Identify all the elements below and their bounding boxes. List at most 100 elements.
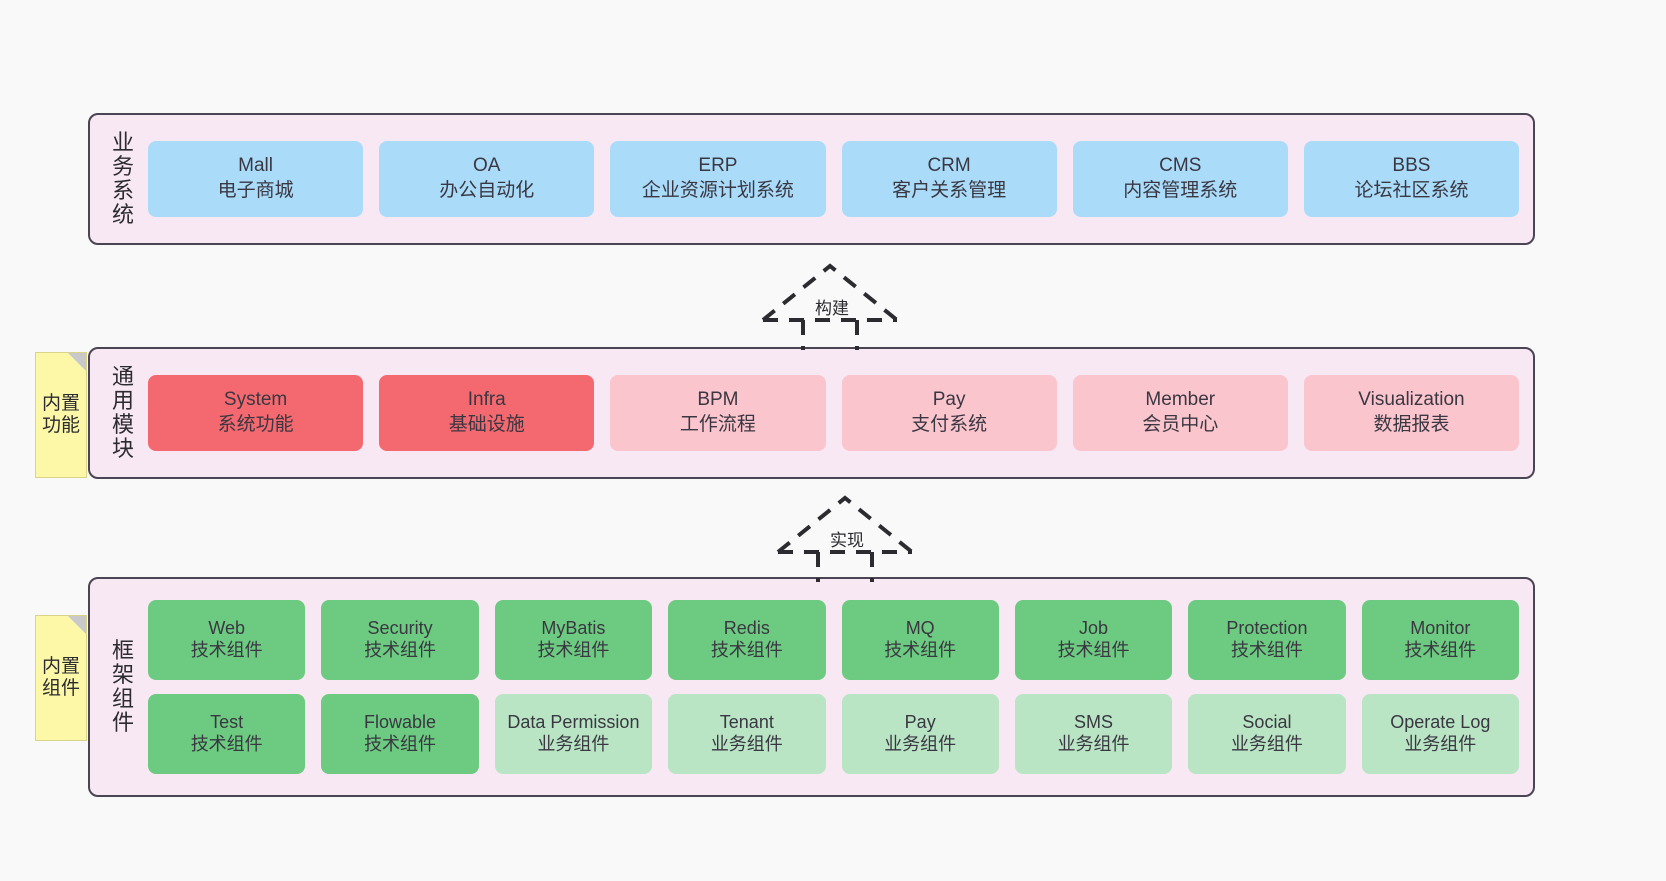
node-title: Web <box>208 618 246 639</box>
node-subtitle: 技术组件 <box>1057 640 1130 660</box>
node-sms[interactable]: SMS 业务组件 <box>1014 694 1173 774</box>
node-tenant[interactable]: Tenant 业务组件 <box>668 694 826 774</box>
node-title: Flowable <box>364 712 437 733</box>
arrowhead-dashed <box>761 263 899 322</box>
node-operate-log[interactable]: Operate Log 业务组件 <box>1361 694 1519 774</box>
node-protection[interactable]: Protection 技术组件 <box>1188 600 1346 680</box>
node-erp[interactable]: ERP 企业资源计划系统 <box>610 141 826 217</box>
node-member[interactable]: Member 会员中心 <box>1072 375 1288 451</box>
node-subtitle: 业务组件 <box>537 734 610 754</box>
node-title: Security <box>367 618 433 639</box>
node-subtitle: 业务组件 <box>1230 734 1303 754</box>
cell-row: Mall 电子商城 OA 办公自动化 ERP 企业资源计划系统 CRM 客户关系… <box>148 141 1520 217</box>
node-bpm[interactable]: BPM 工作流程 <box>610 375 826 451</box>
node-subtitle: 技术组件 <box>364 640 437 660</box>
note-builtin-function-text: 内置功能 <box>41 392 80 436</box>
node-subtitle: 会员中心 <box>1142 414 1219 435</box>
node-subtitle: 技术组件 <box>884 640 957 660</box>
node-cms[interactable]: CMS 内容管理系统 <box>1072 141 1288 217</box>
node-title: Mall <box>238 155 273 177</box>
node-system[interactable]: System 系统功能 <box>148 375 364 451</box>
node-title: CRM <box>927 155 971 177</box>
node-oa[interactable]: OA 办公自动化 <box>379 141 595 217</box>
node-test[interactable]: Test 技术组件 <box>148 694 306 774</box>
node-title: OA <box>473 155 501 177</box>
node-title: Protection <box>1226 618 1308 639</box>
node-title: CMS <box>1159 155 1202 177</box>
node-pay-component[interactable]: Pay 业务组件 <box>841 694 999 774</box>
node-title: BPM <box>697 389 739 411</box>
node-subtitle: 基础设施 <box>448 414 525 435</box>
node-subtitle: 工作流程 <box>679 414 756 435</box>
node-subtitle: 数据报表 <box>1373 414 1450 435</box>
cell-row: System 系统功能 Infra 基础设施 BPM 工作流程 Pay 支付系统… <box>148 375 1520 451</box>
node-subtitle: 系统功能 <box>217 414 294 435</box>
node-title: MQ <box>905 618 935 639</box>
node-title: System <box>223 389 288 411</box>
node-title: MyBatis <box>541 618 606 639</box>
node-subtitle: 技术组件 <box>1404 640 1477 660</box>
node-title: BBS <box>1392 155 1431 177</box>
node-title: Job <box>1079 618 1109 639</box>
layer-common-module-body: System 系统功能 Infra 基础设施 BPM 工作流程 Pay 支付系统… <box>144 349 1533 477</box>
node-crm[interactable]: CRM 客户关系管理 <box>841 141 1057 217</box>
node-title: Infra <box>467 389 506 411</box>
node-subtitle: 技术组件 <box>190 734 263 754</box>
connector-implement-label: 实现 <box>830 531 864 550</box>
node-monitor[interactable]: Monitor 技术组件 <box>1361 600 1519 680</box>
node-bbs[interactable]: BBS 论坛社区系统 <box>1303 141 1520 217</box>
arrowhead-dashed <box>776 495 914 554</box>
cell-row: Web 技术组件 Security 技术组件 MyBatis 技术组件 Redi… <box>148 600 1519 680</box>
node-subtitle: 技术组件 <box>537 640 610 660</box>
node-subtitle: 企业资源计划系统 <box>641 180 794 201</box>
node-subtitle: 客户关系管理 <box>892 180 1007 201</box>
node-subtitle: 技术组件 <box>710 640 783 660</box>
node-title: Operate Log <box>1390 712 1491 733</box>
node-subtitle: 业务组件 <box>710 734 783 754</box>
node-subtitle: 业务组件 <box>884 734 957 754</box>
node-redis[interactable]: Redis 技术组件 <box>668 600 826 680</box>
layer-business-system: 业务系统 Mall 电子商城 OA 办公自动化 ERP 企业资源计划系统 CRM… <box>88 113 1535 245</box>
node-title: Social <box>1242 712 1292 733</box>
node-subtitle: 支付系统 <box>911 414 988 435</box>
node-data-permission[interactable]: Data Permission 业务组件 <box>494 694 653 774</box>
layer-business-system-label: 业务系统 <box>111 129 134 228</box>
connector-stem <box>816 552 874 582</box>
node-flowable[interactable]: Flowable 技术组件 <box>321 694 479 774</box>
node-title: Data Permission <box>507 712 640 733</box>
node-title: ERP <box>698 155 738 177</box>
layer-common-module: 通用模块 System 系统功能 Infra 基础设施 BPM 工作流程 Pay… <box>88 347 1535 479</box>
connector-stem <box>801 320 859 350</box>
node-subtitle: 电子商城 <box>217 180 294 201</box>
note-builtin-function: 内置功能 <box>35 352 87 478</box>
node-infra[interactable]: Infra 基础设施 <box>379 375 595 451</box>
node-web[interactable]: Web 技术组件 <box>148 600 306 680</box>
node-title: Member <box>1145 389 1216 411</box>
node-mall[interactable]: Mall 电子商城 <box>148 141 364 217</box>
node-subtitle: 办公自动化 <box>439 180 535 201</box>
node-subtitle: 业务组件 <box>1404 734 1477 754</box>
connector-build-label: 构建 <box>815 299 849 318</box>
layer-business-system-body: Mall 电子商城 OA 办公自动化 ERP 企业资源计划系统 CRM 客户关系… <box>144 115 1533 243</box>
node-social[interactable]: Social 业务组件 <box>1188 694 1346 774</box>
node-pay[interactable]: Pay 支付系统 <box>841 375 1057 451</box>
node-mybatis[interactable]: MyBatis 技术组件 <box>494 600 653 680</box>
note-builtin-component-text: 内置组件 <box>41 655 80 699</box>
node-security[interactable]: Security 技术组件 <box>321 600 479 680</box>
node-title: Monitor <box>1410 618 1471 639</box>
node-title: Test <box>210 712 244 733</box>
layer-framework-component: 框架组件 Web 技术组件 Security 技术组件 MyBatis 技术组件… <box>88 577 1535 797</box>
note-builtin-component: 内置组件 <box>35 615 87 741</box>
cell-row: Test 技术组件 Flowable 技术组件 Data Permission … <box>148 694 1519 774</box>
node-subtitle: 技术组件 <box>190 640 263 660</box>
layer-common-module-label: 通用模块 <box>111 363 134 462</box>
layer-framework-component-body: Web 技术组件 Security 技术组件 MyBatis 技术组件 Redi… <box>144 579 1533 795</box>
node-visualization[interactable]: Visualization 数据报表 <box>1303 375 1520 451</box>
node-job[interactable]: Job 技术组件 <box>1014 600 1173 680</box>
node-title: Tenant <box>719 712 774 733</box>
node-title: Visualization <box>1358 389 1465 411</box>
node-subtitle: 论坛社区系统 <box>1354 180 1469 201</box>
node-mq[interactable]: MQ 技术组件 <box>841 600 999 680</box>
connector-build: 构建 <box>755 258 905 350</box>
